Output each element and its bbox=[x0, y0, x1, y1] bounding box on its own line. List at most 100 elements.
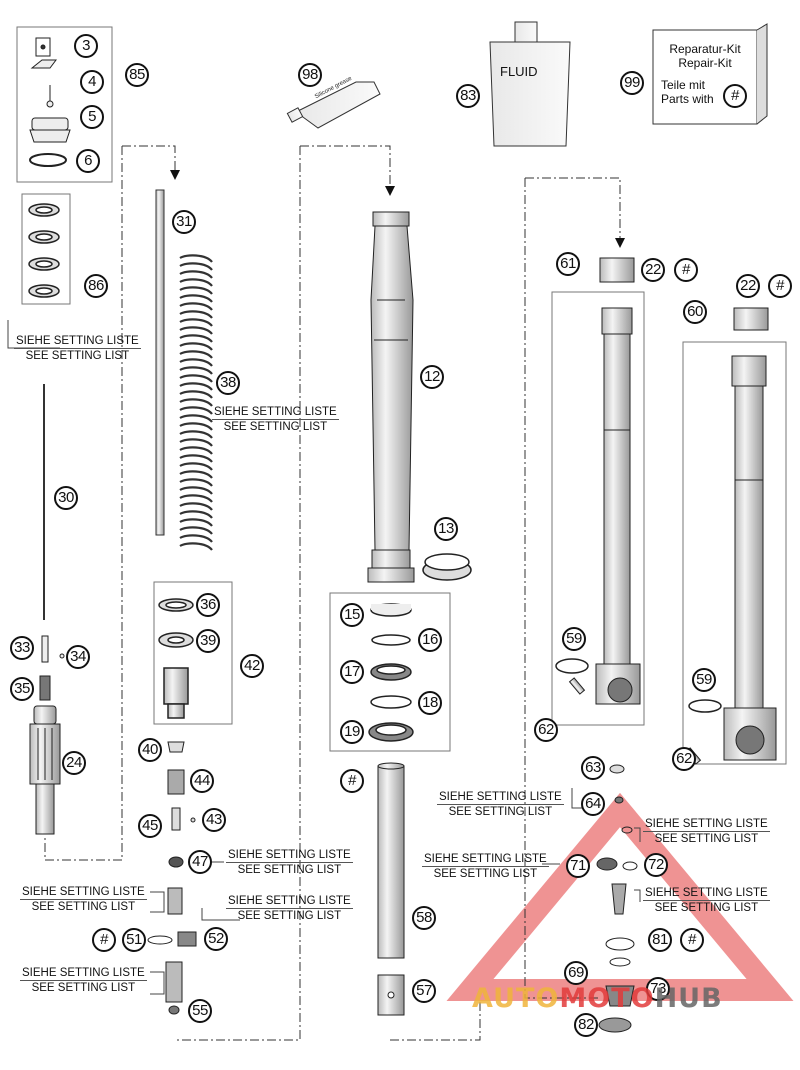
setting-note-line1: SIEHE SETTING LISTE bbox=[643, 887, 770, 901]
callout-30: 30 bbox=[54, 486, 78, 510]
callout-69: 69 bbox=[564, 961, 588, 985]
setting-note-line2: SEE SETTING LIST bbox=[433, 868, 538, 880]
callout-18: 18 bbox=[418, 691, 442, 715]
setting-note-line1: SIEHE SETTING LISTE bbox=[226, 849, 353, 863]
callout-60: 60 bbox=[683, 300, 707, 324]
callout-hash-51: # bbox=[92, 928, 116, 952]
group-box-42 bbox=[153, 581, 233, 725]
callout-hash-81: # bbox=[680, 928, 704, 952]
callout-44: 44 bbox=[190, 769, 214, 793]
setting-note-line1: SIEHE SETTING LISTE bbox=[643, 818, 770, 832]
callout-31: 31 bbox=[172, 210, 196, 234]
spring-coil bbox=[179, 350, 213, 359]
group-box-61 bbox=[551, 291, 645, 726]
spring-coil bbox=[179, 542, 213, 551]
setting-note-3: SIEHE SETTING LISTE SEE SETTING LIST bbox=[226, 848, 353, 877]
callout-47: 47 bbox=[188, 850, 212, 874]
callout-64: 64 bbox=[581, 792, 605, 816]
kit-parts-de: Teile mit bbox=[661, 78, 706, 92]
callout-82: 82 bbox=[574, 1013, 598, 1037]
callout-5: 5 bbox=[80, 105, 104, 129]
setting-note-line2: SEE SETTING LIST bbox=[237, 910, 342, 922]
spring-coil bbox=[179, 286, 213, 295]
watermark-text: AUTOMOTOHUB bbox=[472, 983, 723, 1014]
setting-note-line2: SEE SETTING LIST bbox=[448, 806, 553, 818]
setting-note-line2: SEE SETTING LIST bbox=[25, 350, 130, 362]
setting-note-line1: SIEHE SETTING LISTE bbox=[226, 895, 353, 909]
spring-coil bbox=[179, 422, 213, 431]
setting-note-line1: SIEHE SETTING LISTE bbox=[422, 853, 549, 867]
spring-coil bbox=[179, 342, 213, 351]
callout-62-b: 62 bbox=[672, 747, 696, 771]
callout-4: 4 bbox=[80, 70, 104, 94]
group-box-86 bbox=[21, 193, 71, 305]
spring-coil bbox=[179, 294, 213, 303]
spring-coil bbox=[179, 406, 213, 415]
assembly-line-1 bbox=[122, 145, 176, 170]
callout-17: 17 bbox=[340, 660, 364, 684]
spring-coil bbox=[179, 278, 213, 287]
spring-coil bbox=[179, 302, 213, 311]
setting-note-7: SIEHE SETTING LISTE SEE SETTING LIST bbox=[437, 790, 564, 819]
spring-coil bbox=[179, 374, 213, 383]
spring-coil bbox=[179, 502, 213, 511]
spring-coil bbox=[179, 358, 213, 367]
spring-coil bbox=[179, 382, 213, 391]
setting-note-line1: SIEHE SETTING LISTE bbox=[437, 791, 564, 805]
spring-coil bbox=[179, 430, 213, 439]
callout-24: 24 bbox=[62, 751, 86, 775]
spring-coil bbox=[179, 366, 213, 375]
callout-61: 61 bbox=[556, 252, 580, 276]
callout-42: 42 bbox=[240, 654, 264, 678]
callout-38: 38 bbox=[216, 371, 240, 395]
callout-86: 86 bbox=[84, 274, 108, 298]
callout-83: 83 bbox=[456, 84, 480, 108]
spring-coil bbox=[179, 334, 213, 343]
callout-33: 33 bbox=[10, 636, 34, 660]
spring-coil bbox=[179, 254, 213, 263]
watermark-part-auto: AUTO bbox=[472, 983, 560, 1014]
spring-coil bbox=[179, 270, 213, 279]
spring-coil bbox=[179, 318, 213, 327]
setting-note-4: SIEHE SETTING LISTE SEE SETTING LIST bbox=[20, 885, 147, 914]
fork-leg-60-drawing bbox=[684, 307, 777, 765]
callout-59-b: 59 bbox=[692, 668, 716, 692]
watermark-part-hub: HUB bbox=[654, 983, 723, 1014]
spring-coil bbox=[179, 462, 213, 471]
outer-tube-12-drawing bbox=[367, 211, 415, 583]
spring-coil bbox=[179, 398, 213, 407]
setting-note-line2: SEE SETTING LIST bbox=[654, 833, 759, 845]
callout-43: 43 bbox=[202, 808, 226, 832]
callout-36: 36 bbox=[196, 593, 220, 617]
callout-62-a: 62 bbox=[534, 718, 558, 742]
callout-hash-seals: # bbox=[340, 769, 364, 793]
callout-22-a: 22 bbox=[641, 258, 665, 282]
callout-39: 39 bbox=[196, 629, 220, 653]
callout-12: 12 bbox=[420, 365, 444, 389]
setting-note-line2: SEE SETTING LIST bbox=[31, 982, 136, 994]
callout-19: 19 bbox=[340, 720, 364, 744]
spring-coil bbox=[179, 262, 213, 271]
spring-coil bbox=[179, 486, 213, 495]
setting-note-line2: SEE SETTING LIST bbox=[223, 421, 328, 433]
setting-note-line1: SIEHE SETTING LISTE bbox=[20, 886, 147, 900]
callout-85: 85 bbox=[125, 63, 149, 87]
spring-38-drawing bbox=[179, 254, 213, 551]
group-box-60 bbox=[682, 341, 787, 765]
callout-71: 71 bbox=[566, 854, 590, 878]
setting-note-2: SIEHE SETTING LISTE SEE SETTING LIST bbox=[212, 405, 339, 434]
spring-coil bbox=[179, 478, 213, 487]
spring-coil bbox=[179, 534, 213, 543]
callout-hash-22-b: # bbox=[768, 274, 792, 298]
spring-coil bbox=[179, 518, 213, 527]
callout-15: 15 bbox=[340, 603, 364, 627]
spring-coil bbox=[179, 310, 213, 319]
watermark-part-moto: MOTO bbox=[559, 983, 655, 1014]
spring-coil bbox=[179, 470, 213, 479]
callout-52: 52 bbox=[204, 927, 228, 951]
spring-coil bbox=[179, 510, 213, 519]
spring-coil bbox=[179, 526, 213, 535]
setting-note-5: SIEHE SETTING LISTE SEE SETTING LIST bbox=[226, 894, 353, 923]
setting-note-line2: SEE SETTING LIST bbox=[237, 864, 342, 876]
